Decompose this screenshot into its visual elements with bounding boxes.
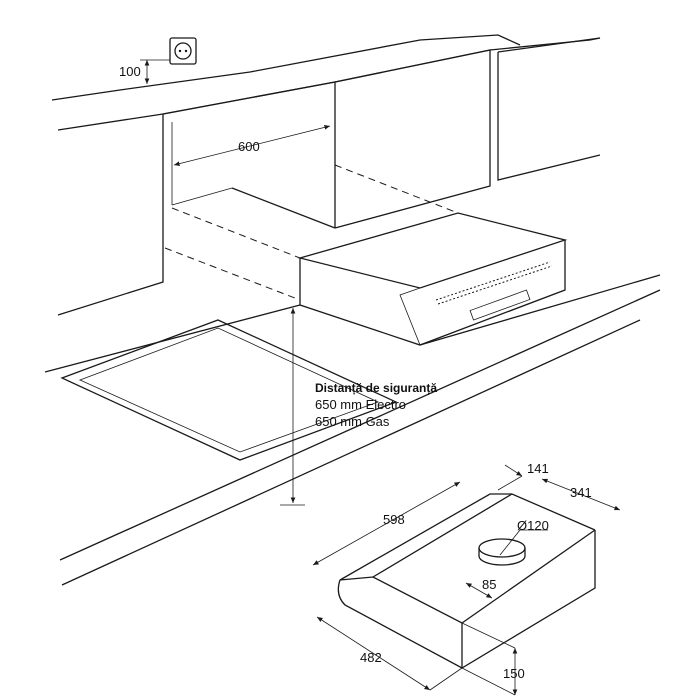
safety-electro: 650 mm Electro	[315, 397, 407, 412]
countertop	[44, 274, 661, 586]
duct-outlet	[478, 529, 548, 566]
wall-cabinets	[51, 34, 601, 316]
hood-installed	[297, 212, 568, 346]
projection-lines	[164, 164, 459, 301]
safety-gas: 650 mm Gas	[315, 414, 390, 429]
duct-diameter-label: Ø120	[517, 518, 549, 533]
socket-icon	[140, 37, 197, 84]
height-label: 150	[503, 666, 525, 681]
hood-dimension-drawing	[312, 464, 621, 696]
duct-offset-label: 85	[482, 577, 497, 592]
hob	[60, 319, 398, 461]
width-600-dimension	[173, 125, 331, 166]
depth-label: 341	[570, 485, 592, 500]
cabinet-gap-label: 600	[238, 139, 260, 154]
socket-height-label: 100	[119, 64, 141, 79]
width-label: 598	[383, 512, 405, 527]
width-bottom-label: 482	[360, 650, 382, 665]
depth-top-label: 141	[527, 461, 549, 476]
safety-title: Distanță de siguranță	[315, 381, 438, 395]
